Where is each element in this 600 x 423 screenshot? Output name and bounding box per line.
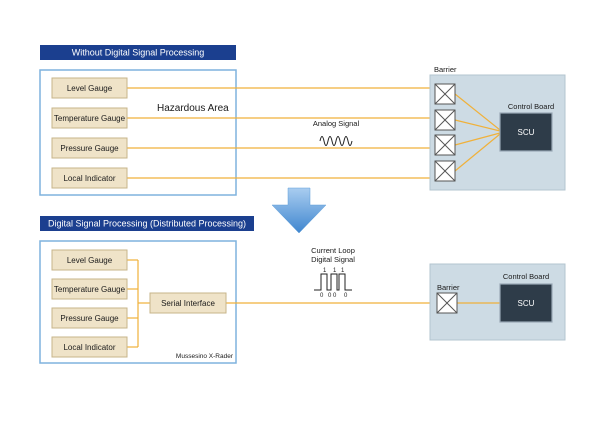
- bottom-scu-label: SCU: [518, 299, 535, 308]
- digital-signal-label: Digital Signal: [311, 255, 355, 264]
- bottom-gauge-label: Level Gauge: [67, 256, 113, 265]
- top-scu-box: [499, 112, 553, 152]
- svg-text:1: 1: [341, 268, 345, 274]
- bottom-section: Digital Signal Processing (Distributed P…: [39, 216, 566, 364]
- bottom-scu-box: [499, 283, 553, 323]
- top-gauge-pressure: Pressure Gauge: [51, 137, 128, 159]
- bottom-gauge-label: Pressure Gauge: [60, 314, 119, 323]
- device-name-label: Mussesino X-Rader: [176, 353, 234, 360]
- top-converge-line-2: [454, 119, 501, 132]
- top-control-board-label: Control Board: [508, 102, 554, 111]
- bottom-title: Digital Signal Processing (Distributed P…: [48, 219, 246, 229]
- barrier-x-icon: [434, 160, 456, 182]
- bottom-gauge-label: Local Indicator: [63, 343, 115, 352]
- analog-wave-icon: [319, 136, 353, 146]
- bottom-gauge-pressure: Pressure Gauge: [51, 307, 128, 329]
- serial-interface-box: Serial Interface: [149, 292, 227, 314]
- top-gauge-label: Temperature Gauge: [54, 114, 126, 123]
- top-gauge-temperature: Temperature Gauge: [51, 107, 128, 129]
- top-gauge-label: Level Gauge: [67, 84, 113, 93]
- barrier-x-icon: [434, 134, 456, 156]
- bottom-barrier-label: Barrier: [437, 283, 460, 292]
- top-gauge-label: Pressure Gauge: [60, 144, 119, 153]
- barrier-x-icon: [436, 292, 458, 314]
- hazardous-area-label: Hazardous Area: [157, 103, 229, 114]
- bottom-gauge-temperature: Temperature Gauge: [51, 278, 128, 300]
- top-converge-line-3: [454, 132, 501, 146]
- top-converge-line-4: [454, 133, 501, 172]
- digital-pulse-icon: 1 1 1 0 0 0 0: [314, 268, 352, 299]
- top-title: Without Digital Signal Processing: [72, 48, 205, 58]
- current-loop-label: Current Loop: [311, 246, 355, 255]
- serial-interface-label: Serial Interface: [161, 299, 215, 308]
- svg-text:0: 0: [333, 293, 337, 299]
- bottom-title-bar: [40, 216, 254, 231]
- analog-signal-label: Analog Signal: [313, 119, 360, 128]
- top-gauge-level: Level Gauge: [51, 77, 128, 99]
- top-converge-line-1: [454, 93, 501, 131]
- bottom-gauge-local-indicator: Local Indicator: [51, 336, 128, 358]
- svg-text:1: 1: [323, 268, 327, 274]
- bottom-gauge-label: Temperature Gauge: [54, 285, 126, 294]
- top-section: Without Digital Signal Processing Hazard…: [39, 45, 566, 196]
- top-gauge-local-indicator: Local Indicator: [51, 167, 128, 189]
- barrier-x-icon: [434, 109, 456, 131]
- svg-text:0: 0: [328, 293, 332, 299]
- down-arrow-icon: [271, 187, 327, 234]
- top-gauge-label: Local Indicator: [63, 174, 115, 183]
- top-title-bar: [40, 45, 236, 60]
- top-barrier-label: Barrier: [434, 65, 457, 74]
- svg-text:0: 0: [320, 293, 324, 299]
- svg-text:1: 1: [333, 268, 337, 274]
- top-scu-label: SCU: [518, 128, 535, 137]
- bottom-gauge-level: Level Gauge: [51, 249, 128, 271]
- bottom-control-board-label: Control Board: [503, 272, 549, 281]
- svg-text:0: 0: [344, 293, 348, 299]
- barrier-x-icon: [434, 83, 456, 105]
